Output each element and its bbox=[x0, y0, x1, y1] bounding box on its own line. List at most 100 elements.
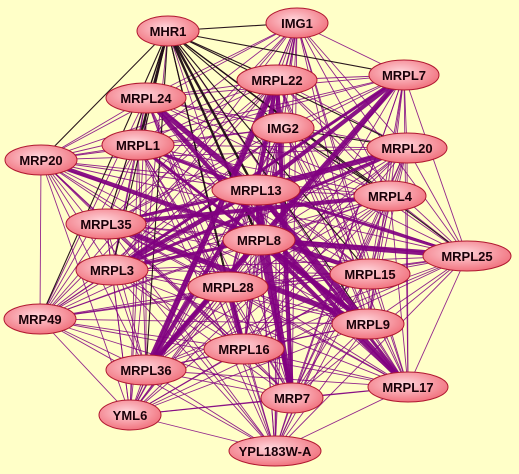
node-mrpl16[interactable]: MRPL16 bbox=[203, 333, 285, 365]
node-label[interactable]: MRP49 bbox=[18, 312, 61, 327]
dark-edge-MHR1-MRPL35 bbox=[105, 30, 169, 225]
node-label[interactable]: MHR1 bbox=[150, 24, 187, 39]
edge-MRPL22-MRPL15 bbox=[276, 79, 371, 275]
node-label[interactable]: MRPL7 bbox=[382, 68, 426, 83]
node-label[interactable]: MRPL36 bbox=[120, 363, 171, 378]
node-shape[interactable] bbox=[329, 258, 411, 290]
node-shape[interactable] bbox=[98, 399, 162, 431]
node-mrpl15[interactable]: MRPL15 bbox=[329, 258, 411, 290]
edge-IMG1-MRPL35 bbox=[105, 22, 298, 225]
node-label[interactable]: MRP7 bbox=[274, 391, 310, 406]
node-shape[interactable] bbox=[187, 271, 269, 303]
node-label[interactable]: MRPL9 bbox=[346, 317, 390, 332]
node-shape[interactable] bbox=[368, 59, 440, 91]
node-label[interactable]: MRPL13 bbox=[230, 183, 281, 198]
node-mrpl1[interactable]: MRPL1 bbox=[101, 129, 175, 161]
node-label[interactable]: MRPL28 bbox=[202, 280, 253, 295]
node-shape[interactable] bbox=[422, 240, 512, 272]
edge-MRPL3-MRPL17 bbox=[111, 269, 409, 388]
node-shape[interactable] bbox=[366, 132, 448, 164]
edge-MRPL7-MRPL15 bbox=[369, 74, 405, 275]
node-shape[interactable] bbox=[222, 224, 296, 256]
thick-edge-MRPL3-MRPL20 bbox=[110, 146, 409, 272]
edge-MRPL7-MRPL25 bbox=[403, 74, 468, 257]
edge-MRPL28-YML6 bbox=[129, 286, 229, 416]
node-label[interactable]: MRP20 bbox=[19, 153, 62, 168]
node-label[interactable]: MRPL24 bbox=[120, 91, 172, 106]
node-mrpl20[interactable]: MRPL20 bbox=[366, 132, 448, 164]
node-mrpl35[interactable]: MRPL35 bbox=[65, 208, 147, 240]
node-shape[interactable] bbox=[260, 382, 324, 414]
node-shape[interactable] bbox=[4, 144, 78, 176]
edge-MRPL4-MRPL17 bbox=[389, 195, 409, 388]
node-label[interactable]: MRPL15 bbox=[344, 267, 395, 282]
dark-edge-MHR1-MRPL15 bbox=[167, 30, 371, 275]
edge-MRPL1-MRPL4 bbox=[137, 144, 391, 197]
node-mrpl28[interactable]: MRPL28 bbox=[187, 271, 269, 303]
node-label[interactable]: MRPL4 bbox=[368, 189, 413, 204]
node-label[interactable]: MRPL8 bbox=[237, 233, 281, 248]
node-mrp49[interactable]: MRP49 bbox=[3, 303, 77, 335]
node-shape[interactable] bbox=[353, 180, 427, 212]
node-mrpl13[interactable]: MRPL13 bbox=[211, 174, 301, 206]
node-mrpl8[interactable]: MRPL8 bbox=[222, 224, 296, 256]
node-shape[interactable] bbox=[101, 129, 175, 161]
node-shape[interactable] bbox=[228, 435, 322, 467]
node-mhr1[interactable]: MHR1 bbox=[136, 15, 200, 47]
node-mrpl17[interactable]: MRPL17 bbox=[367, 371, 449, 403]
node-shape[interactable] bbox=[203, 333, 285, 365]
node-mrpl36[interactable]: MRPL36 bbox=[105, 354, 187, 386]
node-mrpl25[interactable]: MRPL25 bbox=[422, 240, 512, 272]
edge-MRPL22-MRPL4 bbox=[276, 79, 391, 197]
node-label[interactable]: MRPL35 bbox=[80, 217, 131, 232]
edge-MRPL22-MRPL25 bbox=[276, 79, 468, 257]
node-label[interactable]: MRPL20 bbox=[381, 141, 432, 156]
edge-MRPL35-MRPL36 bbox=[105, 223, 147, 371]
node-label[interactable]: MRPL16 bbox=[218, 342, 269, 357]
node-label[interactable]: YML6 bbox=[113, 408, 148, 423]
node-mrp20[interactable]: MRP20 bbox=[4, 144, 78, 176]
node-shape[interactable] bbox=[3, 303, 77, 335]
node-mrpl9[interactable]: MRPL9 bbox=[331, 308, 405, 340]
edge-MRPL3-MRP7 bbox=[111, 269, 293, 399]
node-shape[interactable] bbox=[211, 174, 301, 206]
node-ypl183w-a[interactable]: YPL183W-A bbox=[228, 435, 322, 467]
node-yml6[interactable]: YML6 bbox=[98, 399, 162, 431]
edge-MRPL1-MRPL17 bbox=[137, 144, 409, 388]
node-shape[interactable] bbox=[75, 254, 149, 286]
node-shape[interactable] bbox=[265, 7, 329, 39]
edge-MRPL3-MRPL16 bbox=[111, 269, 245, 350]
node-label[interactable]: IMG1 bbox=[281, 16, 313, 31]
node-shape[interactable] bbox=[367, 371, 449, 403]
node-shape[interactable] bbox=[236, 64, 318, 96]
edge-MRPL15-MRP7 bbox=[291, 273, 371, 399]
node-label[interactable]: MRPL25 bbox=[441, 249, 492, 264]
node-label[interactable]: YPL183W-A bbox=[239, 444, 312, 459]
edge-MRPL22-MRPL35 bbox=[105, 79, 278, 225]
edge-MRP20-MRP49 bbox=[39, 159, 42, 320]
node-img1[interactable]: IMG1 bbox=[265, 7, 329, 39]
node-shape[interactable] bbox=[65, 208, 147, 240]
node-shape[interactable] bbox=[331, 308, 405, 340]
node-shape[interactable] bbox=[105, 354, 187, 386]
node-label[interactable]: IMG2 bbox=[267, 121, 299, 136]
node-label[interactable]: MRPL1 bbox=[116, 138, 160, 153]
edge-MRP49-YML6 bbox=[39, 318, 131, 416]
node-shape[interactable] bbox=[105, 82, 187, 114]
edge-MRPL20-MRPL25 bbox=[406, 147, 468, 257]
node-shape[interactable] bbox=[251, 112, 315, 144]
thick-edge-MRPL13-MRPL9 bbox=[253, 187, 371, 327]
edge-MRPL35-MRPL16 bbox=[105, 223, 245, 350]
node-mrpl4[interactable]: MRPL4 bbox=[353, 180, 427, 212]
node-label[interactable]: MRPL3 bbox=[90, 263, 134, 278]
node-mrpl24[interactable]: MRPL24 bbox=[105, 82, 187, 114]
node-label[interactable]: MRPL22 bbox=[251, 73, 302, 88]
node-mrp7[interactable]: MRP7 bbox=[260, 382, 324, 414]
node-mrpl22[interactable]: MRPL22 bbox=[236, 64, 318, 96]
node-img2[interactable]: IMG2 bbox=[251, 112, 315, 144]
node-mrpl7[interactable]: MRPL7 bbox=[368, 59, 440, 91]
node-mrpl3[interactable]: MRPL3 bbox=[75, 254, 149, 286]
edge-MRPL8-MRP49 bbox=[39, 239, 260, 320]
node-shape[interactable] bbox=[136, 15, 200, 47]
node-label[interactable]: MRPL17 bbox=[382, 380, 433, 395]
